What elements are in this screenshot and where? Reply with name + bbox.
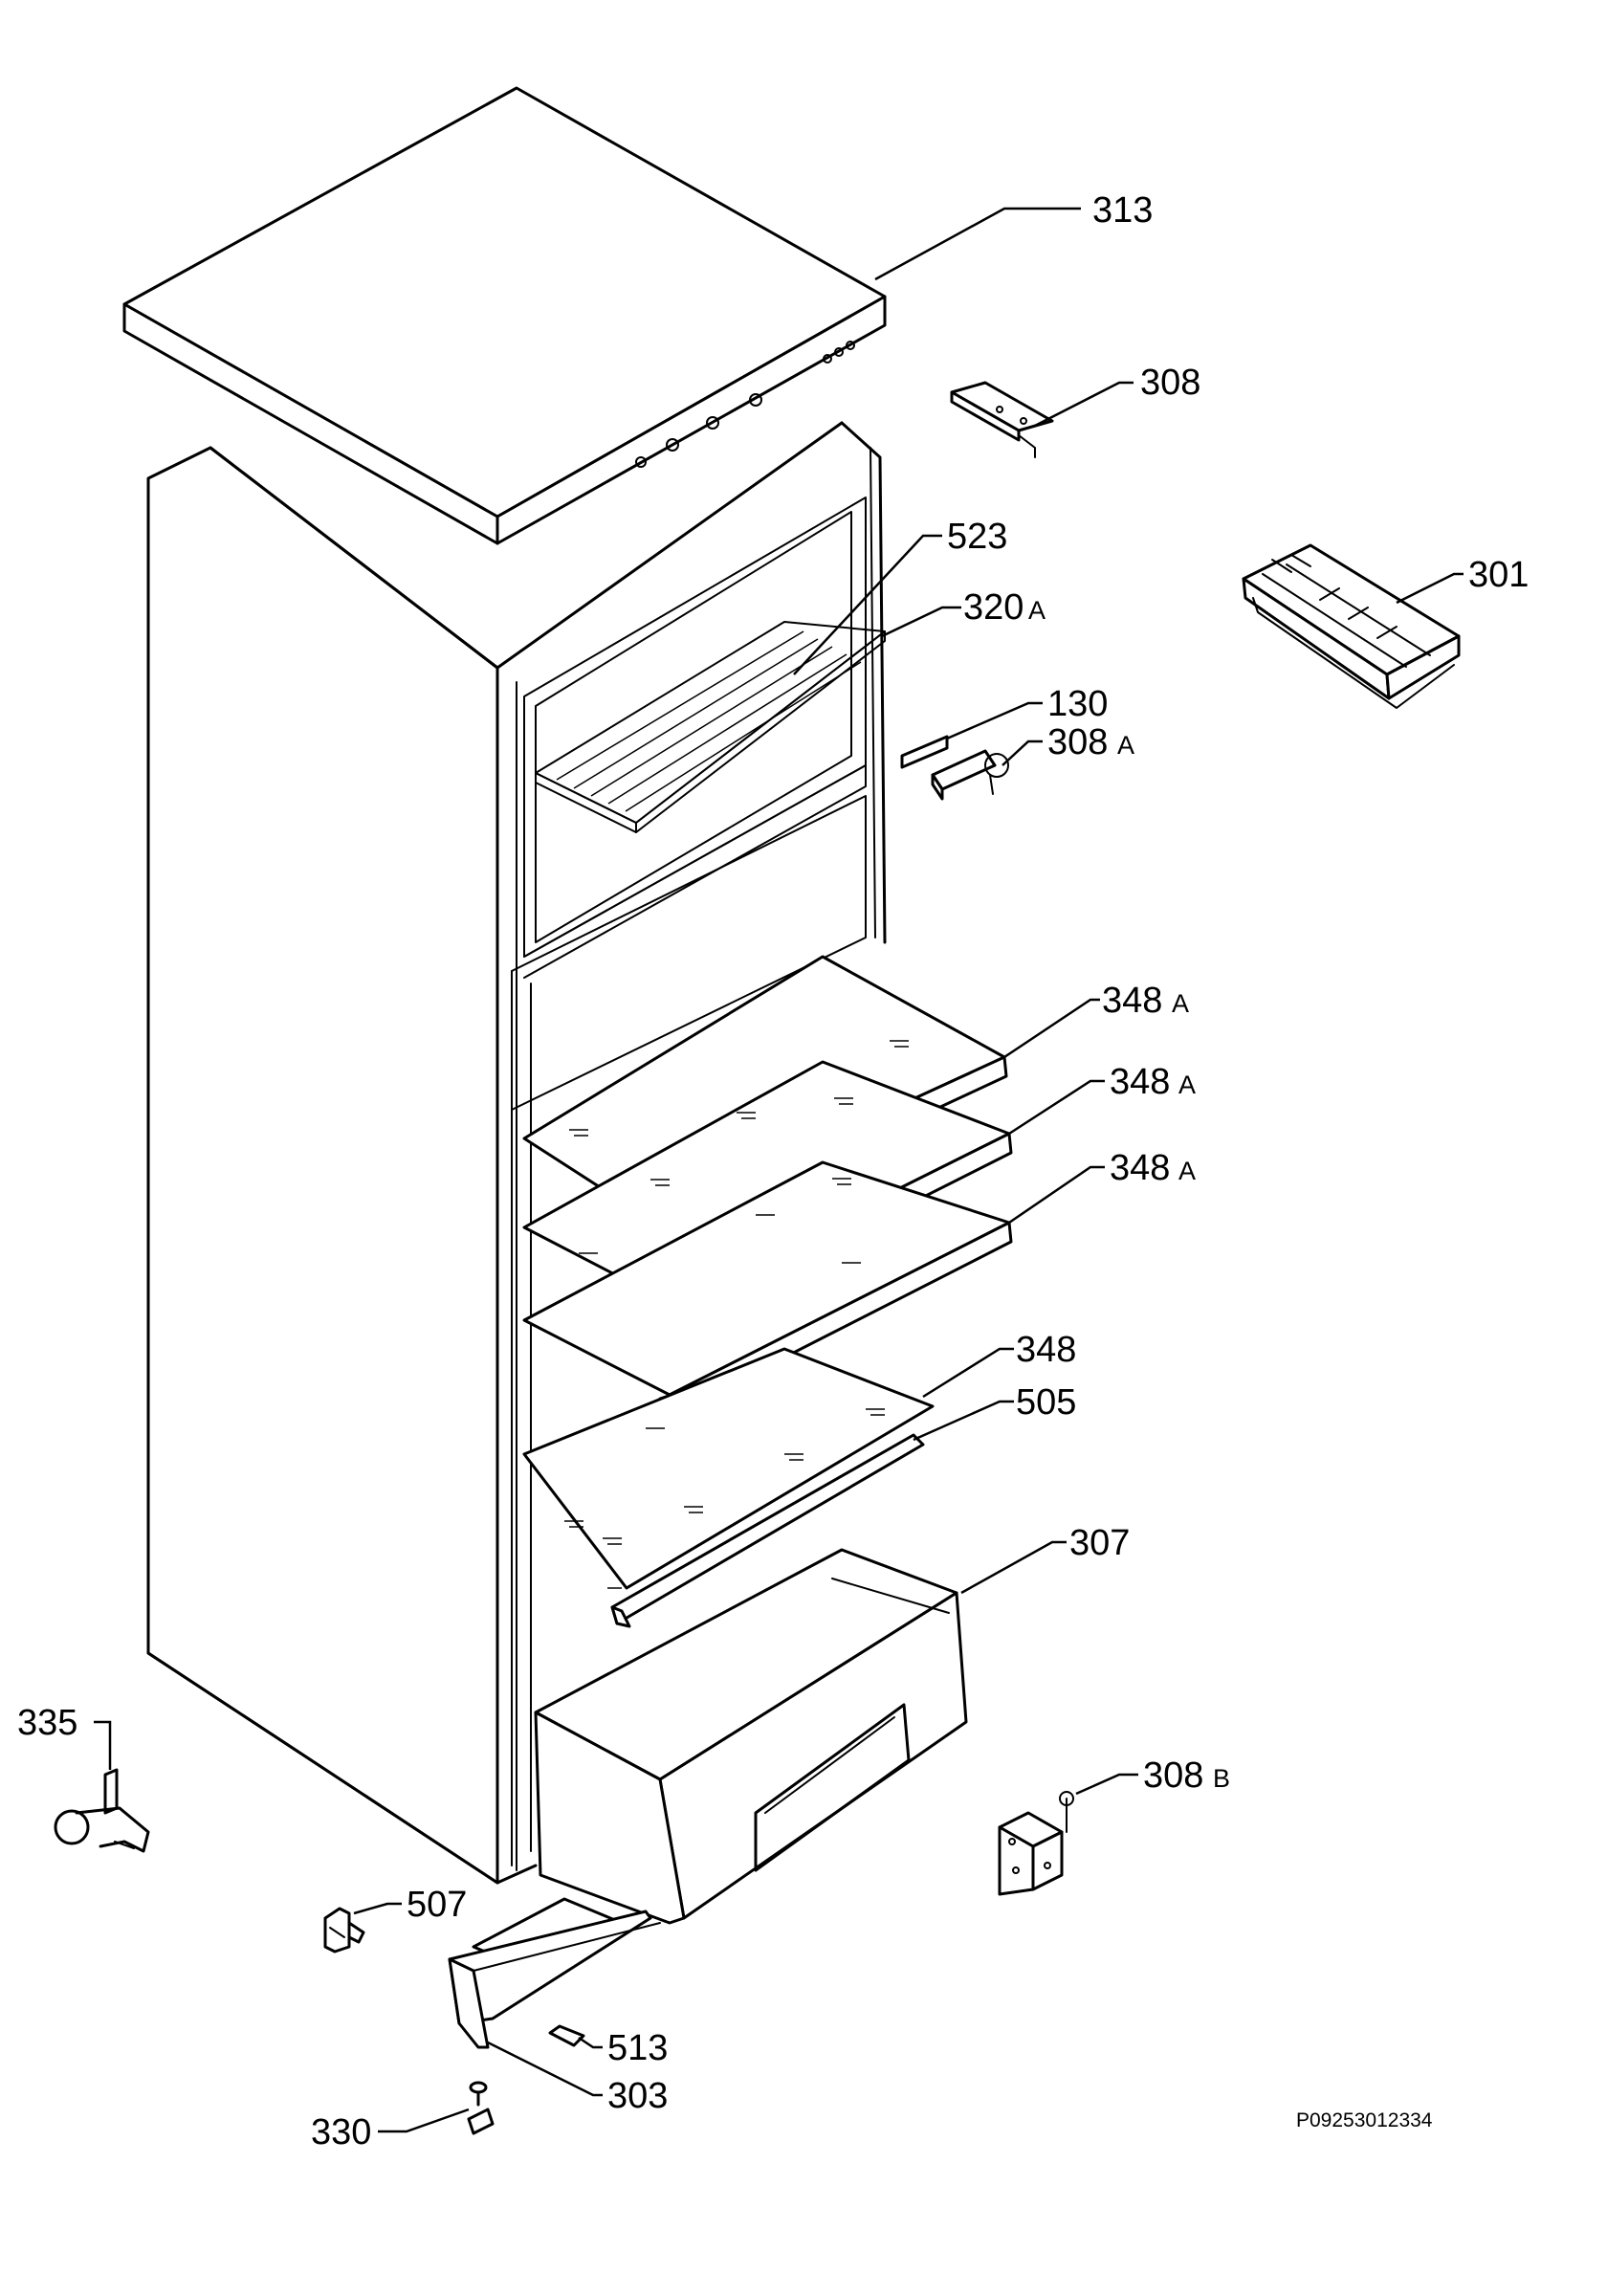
callout-308a: 308 <box>1047 722 1108 762</box>
hinge-335-part <box>54 1768 150 1853</box>
hinge-308-part <box>950 381 1054 458</box>
callout-348a-3: 348 <box>1110 1148 1170 1188</box>
callout-348a-2-suffix: A <box>1178 1071 1196 1099</box>
callout-348a-1: 348 <box>1102 981 1162 1021</box>
callout-308: 308 <box>1140 363 1200 403</box>
callout-513: 513 <box>607 2028 668 2068</box>
shelf-348-glass <box>522 1347 935 1590</box>
callout-308a-suffix: A <box>1117 731 1134 760</box>
top-cover-part <box>122 86 887 545</box>
callout-308b: 308 <box>1143 1755 1203 1796</box>
drawing-code: P09253012334 <box>1296 2109 1433 2131</box>
callout-330: 330 <box>311 2112 371 2152</box>
callout-320a-suffix: A <box>1028 596 1046 625</box>
freezer-grid-shelf-part <box>535 621 886 833</box>
callout-335: 335 <box>17 1703 77 1743</box>
callout-348: 348 <box>1016 1330 1076 1370</box>
callout-348a-2: 348 <box>1110 1062 1170 1102</box>
hinge-308b-part <box>998 1791 1074 1896</box>
callout-507: 507 <box>407 1885 467 1925</box>
glass-markings <box>564 1040 909 1589</box>
ice-tray-part <box>1242 543 1461 709</box>
part-507 <box>323 1907 365 1954</box>
shelf-505-trim <box>610 1433 925 1628</box>
callout-303: 303 <box>607 2076 668 2116</box>
callout-308b-suffix: B <box>1213 1764 1230 1793</box>
callout-307: 307 <box>1069 1523 1130 1563</box>
hinge-308a-part <box>931 749 1009 801</box>
callout-523: 523 <box>947 517 1007 557</box>
callout-348a-1-suffix: A <box>1172 989 1189 1018</box>
part-130 <box>900 735 949 769</box>
part-513 <box>548 2024 585 2047</box>
part-330 <box>467 2081 495 2135</box>
leader-lines <box>94 207 1464 2133</box>
bottom-trim-part <box>448 1897 661 2049</box>
callout-313: 313 <box>1092 190 1153 231</box>
cabinet-body <box>146 421 887 1885</box>
callout-301: 301 <box>1468 555 1529 595</box>
callout-348a-3-suffix: A <box>1178 1157 1196 1185</box>
callout-130: 130 <box>1047 684 1108 724</box>
callout-505: 505 <box>1016 1382 1076 1423</box>
callout-320a: 320 <box>963 587 1024 628</box>
crisper-drawer-part <box>534 1548 968 1925</box>
